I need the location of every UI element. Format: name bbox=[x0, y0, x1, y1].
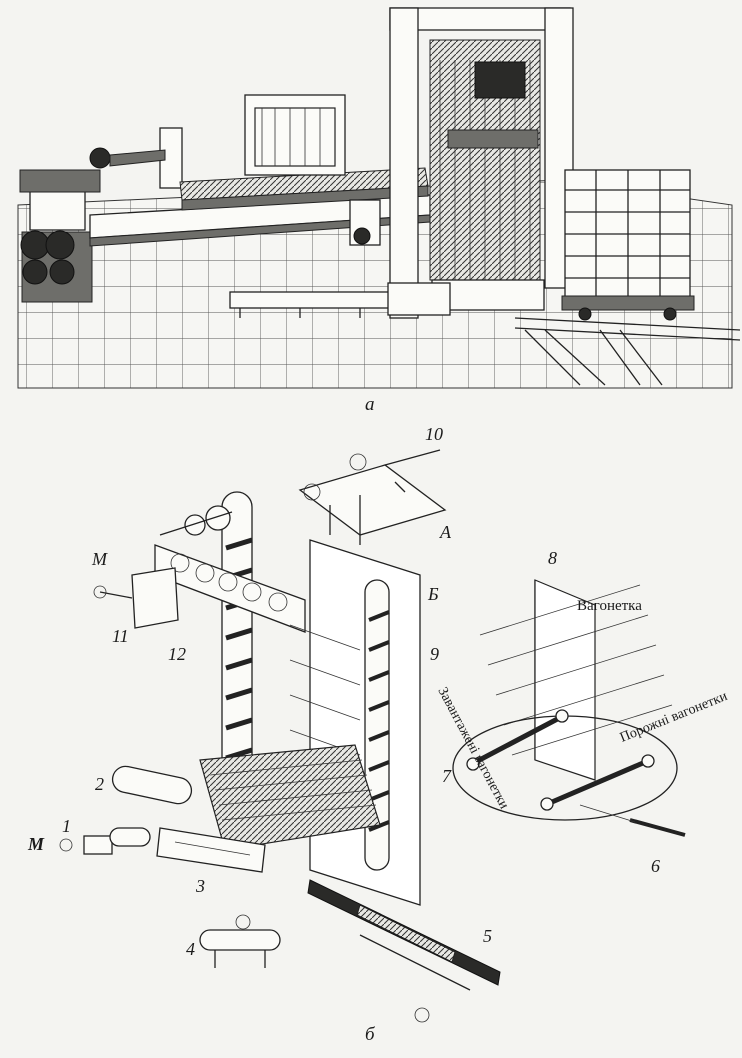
label-A: А bbox=[439, 522, 452, 542]
motor-box-11 bbox=[93, 567, 179, 629]
rails bbox=[514, 317, 741, 386]
left-drive-unit bbox=[19, 147, 111, 303]
transfer-conveyor-5 bbox=[307, 879, 501, 1023]
front-bench bbox=[229, 282, 451, 318]
panel-b-caption: б bbox=[365, 1024, 376, 1045]
label-B: Б bbox=[427, 584, 439, 604]
turning-beam bbox=[154, 544, 306, 633]
feed-conveyor-2 bbox=[111, 765, 193, 805]
label-4: 4 bbox=[186, 939, 195, 959]
kiln-car-schematic bbox=[452, 579, 686, 837]
pusher-6 bbox=[579, 804, 686, 837]
lift-mechanism-4 bbox=[199, 914, 281, 968]
stacker-tower bbox=[389, 7, 574, 319]
label-3: 3 bbox=[195, 876, 205, 896]
brick-stack-on-conveyor bbox=[199, 744, 381, 851]
label-8: 8 bbox=[548, 548, 557, 568]
label-M-bottom: М bbox=[27, 834, 45, 854]
label-5: 5 bbox=[483, 926, 492, 946]
loaded-trolley-track bbox=[466, 709, 569, 771]
label-6: 6 bbox=[651, 856, 660, 876]
label-M-top: М bbox=[91, 549, 108, 569]
panel-a-caption: а bbox=[365, 394, 375, 415]
label-9: 9 bbox=[430, 644, 439, 664]
stacker-plate-B bbox=[289, 539, 421, 906]
ladder-drive-pulleys bbox=[159, 505, 233, 536]
gearbox-1 bbox=[59, 827, 151, 855]
panel-a-plant-view: а bbox=[17, 7, 741, 415]
label-11: 11 bbox=[112, 626, 129, 646]
label-trolley: Вагонетка bbox=[577, 598, 642, 614]
label-2: 2 bbox=[95, 774, 104, 794]
panel-b-schematic: 10 А М Б 8 Вагонетка 11 9 12 Завантажені… bbox=[27, 424, 730, 1045]
carriage-A bbox=[298, 449, 447, 545]
setting-machine-frame bbox=[244, 94, 381, 246]
label-10: 10 bbox=[425, 424, 443, 444]
label-empty-trolleys: Порожні вагонетки bbox=[618, 689, 730, 746]
label-12: 12 bbox=[168, 644, 186, 664]
label-7: 7 bbox=[442, 766, 452, 786]
empty-trolley-track bbox=[540, 754, 655, 811]
brick-stacks bbox=[561, 169, 695, 321]
pusher-3 bbox=[156, 827, 266, 873]
label-1: 1 bbox=[62, 816, 71, 836]
